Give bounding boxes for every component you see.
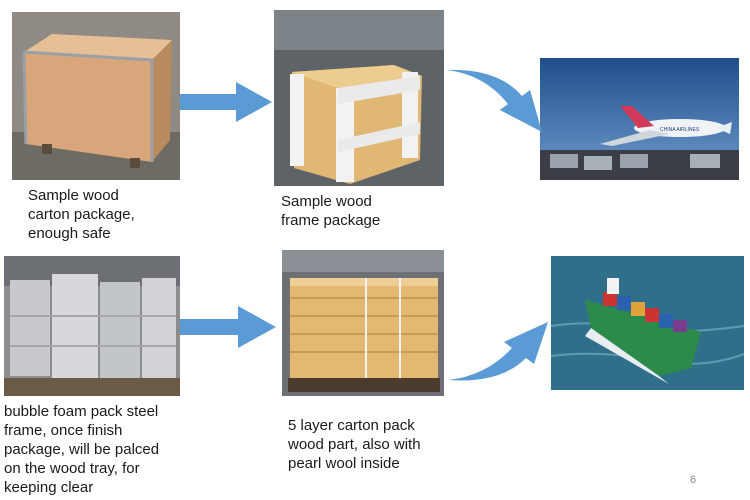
arrow-right-top	[180, 82, 272, 122]
caption-wood-carton: Sample wood carton package, enough safe	[28, 187, 135, 242]
arrow-right-bottom	[180, 306, 276, 348]
arrow-curved-to-ship	[448, 322, 548, 381]
photo-wood-frame-package	[274, 10, 444, 186]
arrow-curved-to-airplane	[446, 69, 542, 132]
caption-bubble-foam: bubble foam pack steel frame, once finis…	[4, 403, 160, 496]
photo-container-ship	[551, 256, 744, 390]
photo-bubble-foam-steel-frames	[4, 256, 180, 396]
photo-wood-carton-box	[12, 12, 180, 180]
photo-carton-pallet-stack	[282, 250, 444, 396]
caption-carton-pack: 5 layer carton pack wood part, also with…	[288, 417, 421, 472]
photo-cargo-airplane: CHINA AIRLINES	[540, 58, 739, 180]
caption-wood-frame: Sample wood frame package	[281, 193, 381, 229]
page-number: 6	[690, 474, 697, 486]
airline-label: CHINA AIRLINES	[660, 127, 700, 133]
